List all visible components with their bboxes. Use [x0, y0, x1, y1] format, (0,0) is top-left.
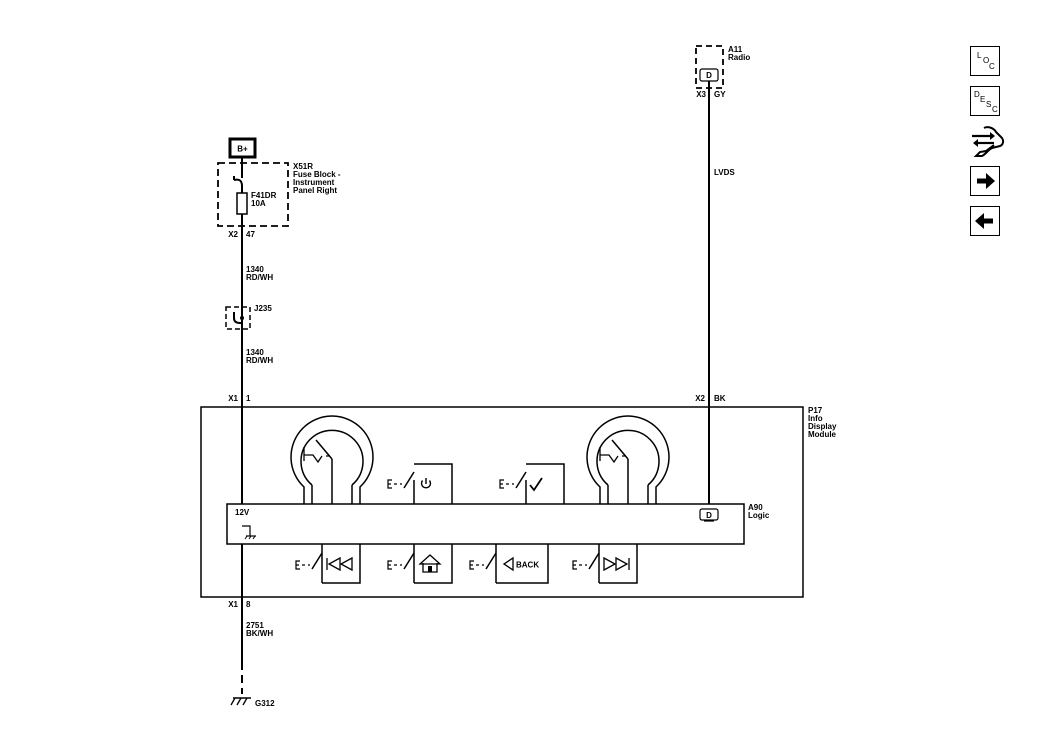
desc-letter-2: E	[980, 95, 985, 104]
back-arrow-icon	[502, 556, 514, 572]
fuse-block-name-1: Fuse Block -	[293, 170, 341, 179]
battery-supply: B+	[228, 137, 257, 159]
checkmark-icon	[529, 477, 543, 492]
logic-name: Logic	[748, 511, 770, 520]
desc-letter-3: S	[986, 100, 991, 109]
loc-letter-1: L	[977, 51, 982, 60]
select-button-switch	[499, 463, 565, 504]
seek-back-icon	[326, 556, 353, 572]
fuse-block-name-2: Instrument	[293, 178, 335, 187]
home-switch	[387, 544, 453, 584]
loc-letter-3: C	[989, 62, 995, 71]
module-name-3: Module	[808, 430, 837, 439]
loc-letter-2: O	[983, 56, 989, 65]
module-name-2: Display	[808, 422, 837, 431]
fuse-id: F41DR	[251, 191, 277, 200]
wire-1340-b-circuit: 1340	[246, 348, 264, 357]
fuse-block-name-3: Panel Right	[293, 186, 337, 195]
radio-connector: X3	[696, 90, 706, 99]
module-ground-connector: X1	[228, 600, 238, 609]
radio-name: Radio	[728, 53, 750, 62]
desc-letter-4: C	[992, 105, 998, 114]
back-label: BACK	[516, 561, 539, 570]
back-switch: BACK	[469, 544, 549, 584]
info-display-module: P17 Info Display Module X1 1 X2 BK X1 8	[200, 394, 837, 609]
seek-forward-icon	[603, 556, 630, 572]
ground-g312: G312	[230, 697, 275, 708]
arrow-left-icon	[975, 213, 993, 229]
seek-back-switch	[295, 544, 361, 584]
home-icon	[418, 554, 442, 573]
module-power-connector: X1	[228, 394, 238, 403]
next-page-button[interactable]	[970, 166, 1000, 196]
module-lvds-pin: BK	[714, 394, 726, 403]
splice-j235: J235	[225, 304, 272, 330]
desc-letter-1: D	[974, 90, 980, 99]
logic-supply-label: 12V	[235, 508, 250, 517]
fuse-block-id: X51R	[293, 162, 313, 171]
radio-a11: D A11 Radio X3 GY	[695, 45, 750, 99]
connector-tools-button[interactable]	[970, 124, 1006, 160]
location-button[interactable]: L O C	[970, 46, 1000, 76]
module-id: P17	[808, 406, 823, 415]
radio-terminal: D	[706, 71, 712, 80]
arrow-right-icon	[977, 173, 995, 189]
wire-1340-a-circuit: 1340	[246, 265, 264, 274]
fuse-block-connector: X2	[228, 230, 238, 239]
fuse-block-x51r: X51R Fuse Block - Instrument Panel Right…	[217, 162, 341, 239]
description-button[interactable]: D E S C	[970, 86, 1000, 116]
wire-1340-a-color: RD/WH	[246, 273, 273, 282]
module-power-pin: 1	[246, 394, 251, 403]
fuse-f41dr	[236, 192, 248, 215]
module-name-1: Info	[808, 414, 823, 423]
power-icon	[420, 478, 432, 489]
fuse-rating: 10A	[251, 199, 266, 208]
fuse-block-pin: 47	[246, 230, 255, 239]
wire-1340-b-color: RD/WH	[246, 356, 273, 365]
seek-forward-switch	[572, 544, 638, 584]
splice-id: J235	[254, 304, 272, 313]
right-rotary-knob	[586, 415, 670, 504]
radio-id: A11	[728, 45, 743, 54]
logic-a90: A90 Logic 12V D	[226, 503, 770, 545]
battery-label: B+	[237, 145, 248, 154]
module-lvds-connector: X2	[695, 394, 705, 403]
logic-terminal: D	[706, 511, 712, 520]
lvds-label: LVDS	[714, 168, 735, 177]
ground-id: G312	[255, 699, 275, 708]
left-rotary-knob	[290, 415, 374, 504]
module-ground-pin: 8	[246, 600, 251, 609]
power-button-switch	[387, 463, 453, 504]
wire-2751-circuit: 2751	[246, 621, 264, 630]
chassis-ground-icon	[242, 525, 256, 540]
previous-page-button[interactable]	[970, 206, 1000, 236]
radio-pin: GY	[714, 90, 726, 99]
logic-id: A90	[748, 503, 763, 512]
connector-tools-icon	[972, 126, 1005, 157]
wire-2751-color: BK/WH	[246, 629, 273, 638]
